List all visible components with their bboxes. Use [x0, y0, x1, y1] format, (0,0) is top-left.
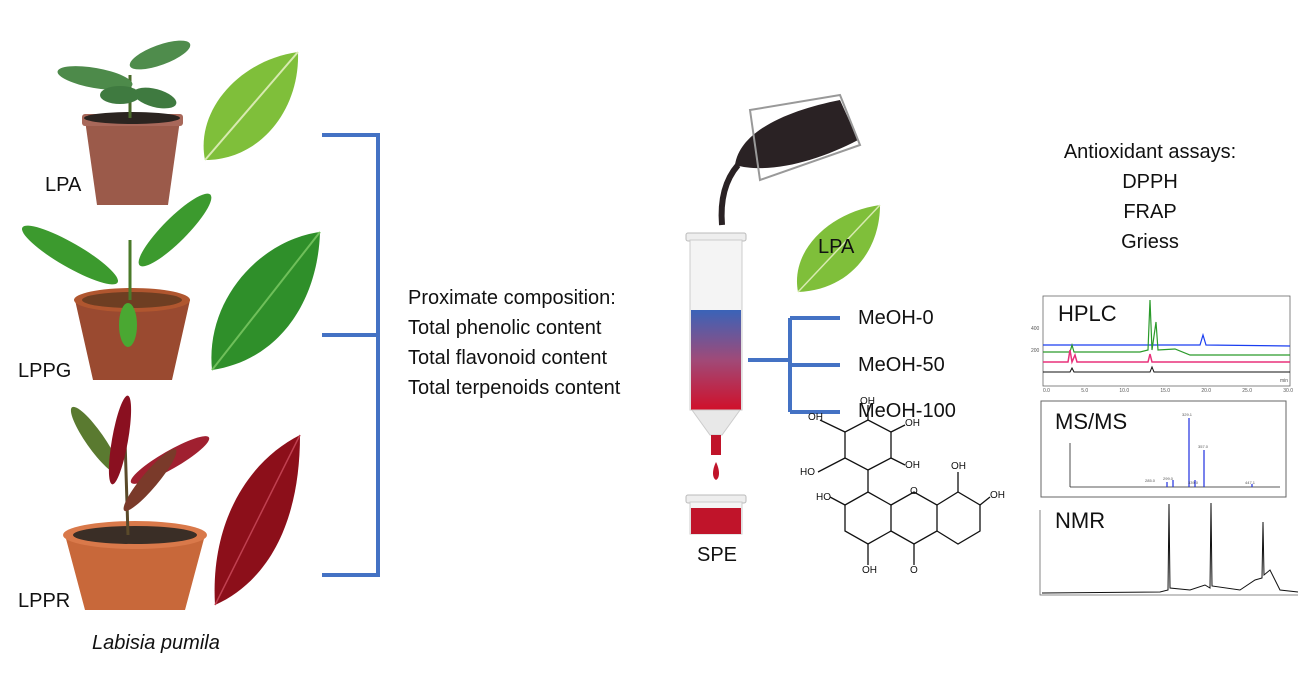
- plant-lpa-image: [57, 40, 191, 205]
- atom-label: O: [910, 565, 918, 576]
- assay-item: Griess: [1121, 231, 1179, 253]
- tick-label: 30.0: [1283, 388, 1293, 394]
- peak-label: 339.0: [1188, 480, 1199, 485]
- msms-chart: [1040, 400, 1287, 498]
- leaf-lppg-image: [211, 231, 321, 371]
- hplc-unit: min: [1280, 378, 1289, 384]
- tick-label: 5.0: [1081, 388, 1089, 394]
- atom-label: OH: [990, 490, 1005, 501]
- plant-label-lpa: LPA: [45, 174, 82, 196]
- atom-label: HO: [816, 492, 831, 503]
- atom-label: OH: [905, 460, 920, 471]
- peak-label: 447.1: [1245, 480, 1256, 485]
- atom-label: O: [910, 486, 918, 497]
- atom-label: OH: [808, 412, 823, 423]
- assays-heading: Antioxidant assays:: [1063, 141, 1237, 163]
- msms-title: MS/MS: [1055, 409, 1128, 434]
- peak-label: 357.0: [1198, 444, 1209, 449]
- species-name: Labisia pumila: [92, 632, 220, 654]
- nmr-chart: [1039, 502, 1299, 596]
- spe-label: SPE: [697, 544, 738, 566]
- hplc-x-ticks: 0.0 5.0 10.0 15.0 20.0 25.0 30.0: [1043, 388, 1293, 394]
- peak-label: 329.1: [1182, 412, 1193, 417]
- tick-label: 25.0: [1242, 388, 1253, 394]
- plant-label-lppr: LPPR: [18, 590, 71, 612]
- fraction-label: MeOH-0: [858, 307, 934, 329]
- hplc-title: HPLC: [1058, 301, 1117, 326]
- spe-leaf-label: LPA: [818, 236, 855, 258]
- tick-label: 400: [1031, 326, 1040, 332]
- leaf-lpa-image: [203, 51, 299, 161]
- proximate-item: Total phenolic content: [408, 317, 602, 339]
- atom-label: OH: [905, 418, 920, 429]
- atom-label: OH: [862, 565, 877, 576]
- tick-label: 15.0: [1160, 388, 1171, 394]
- peak-label: 285.0: [1145, 478, 1156, 483]
- proximate-item: Total terpenoids content: [408, 377, 621, 399]
- assay-item: DPPH: [1122, 171, 1178, 193]
- peak-label: 299.0: [1163, 476, 1174, 481]
- atom-label: OH: [860, 396, 875, 407]
- pouring-beaker-icon: [718, 93, 862, 226]
- assay-item: FRAP: [1123, 201, 1177, 223]
- bracket: [322, 133, 380, 577]
- fraction-label: MeOH-50: [858, 354, 945, 376]
- plant-lppr-image: [63, 395, 210, 610]
- spe-cartridge: [685, 232, 747, 535]
- plant-lppg-image: [21, 193, 212, 380]
- plant-label-lppg: LPPG: [18, 360, 72, 382]
- fraction-connector: [748, 316, 840, 414]
- tick-label: 20.0: [1201, 388, 1212, 394]
- leaf-lppr-image: [214, 434, 301, 606]
- proximate-heading: Proximate composition:: [408, 287, 616, 309]
- nmr-title: NMR: [1055, 508, 1106, 533]
- tick-label: 10.0: [1119, 388, 1130, 394]
- atom-label: OH: [951, 461, 966, 472]
- hplc-chart: [1042, 295, 1291, 387]
- atom-label: HO: [800, 467, 815, 478]
- flavonoid-structure: [817, 405, 991, 565]
- leaf-lpa-small-image: [796, 204, 881, 293]
- tick-label: 0.0: [1043, 388, 1050, 394]
- tick-label: 200: [1031, 348, 1040, 354]
- proximate-item: Total flavonoid content: [408, 347, 608, 369]
- fraction-label: MeOH-100: [858, 400, 956, 422]
